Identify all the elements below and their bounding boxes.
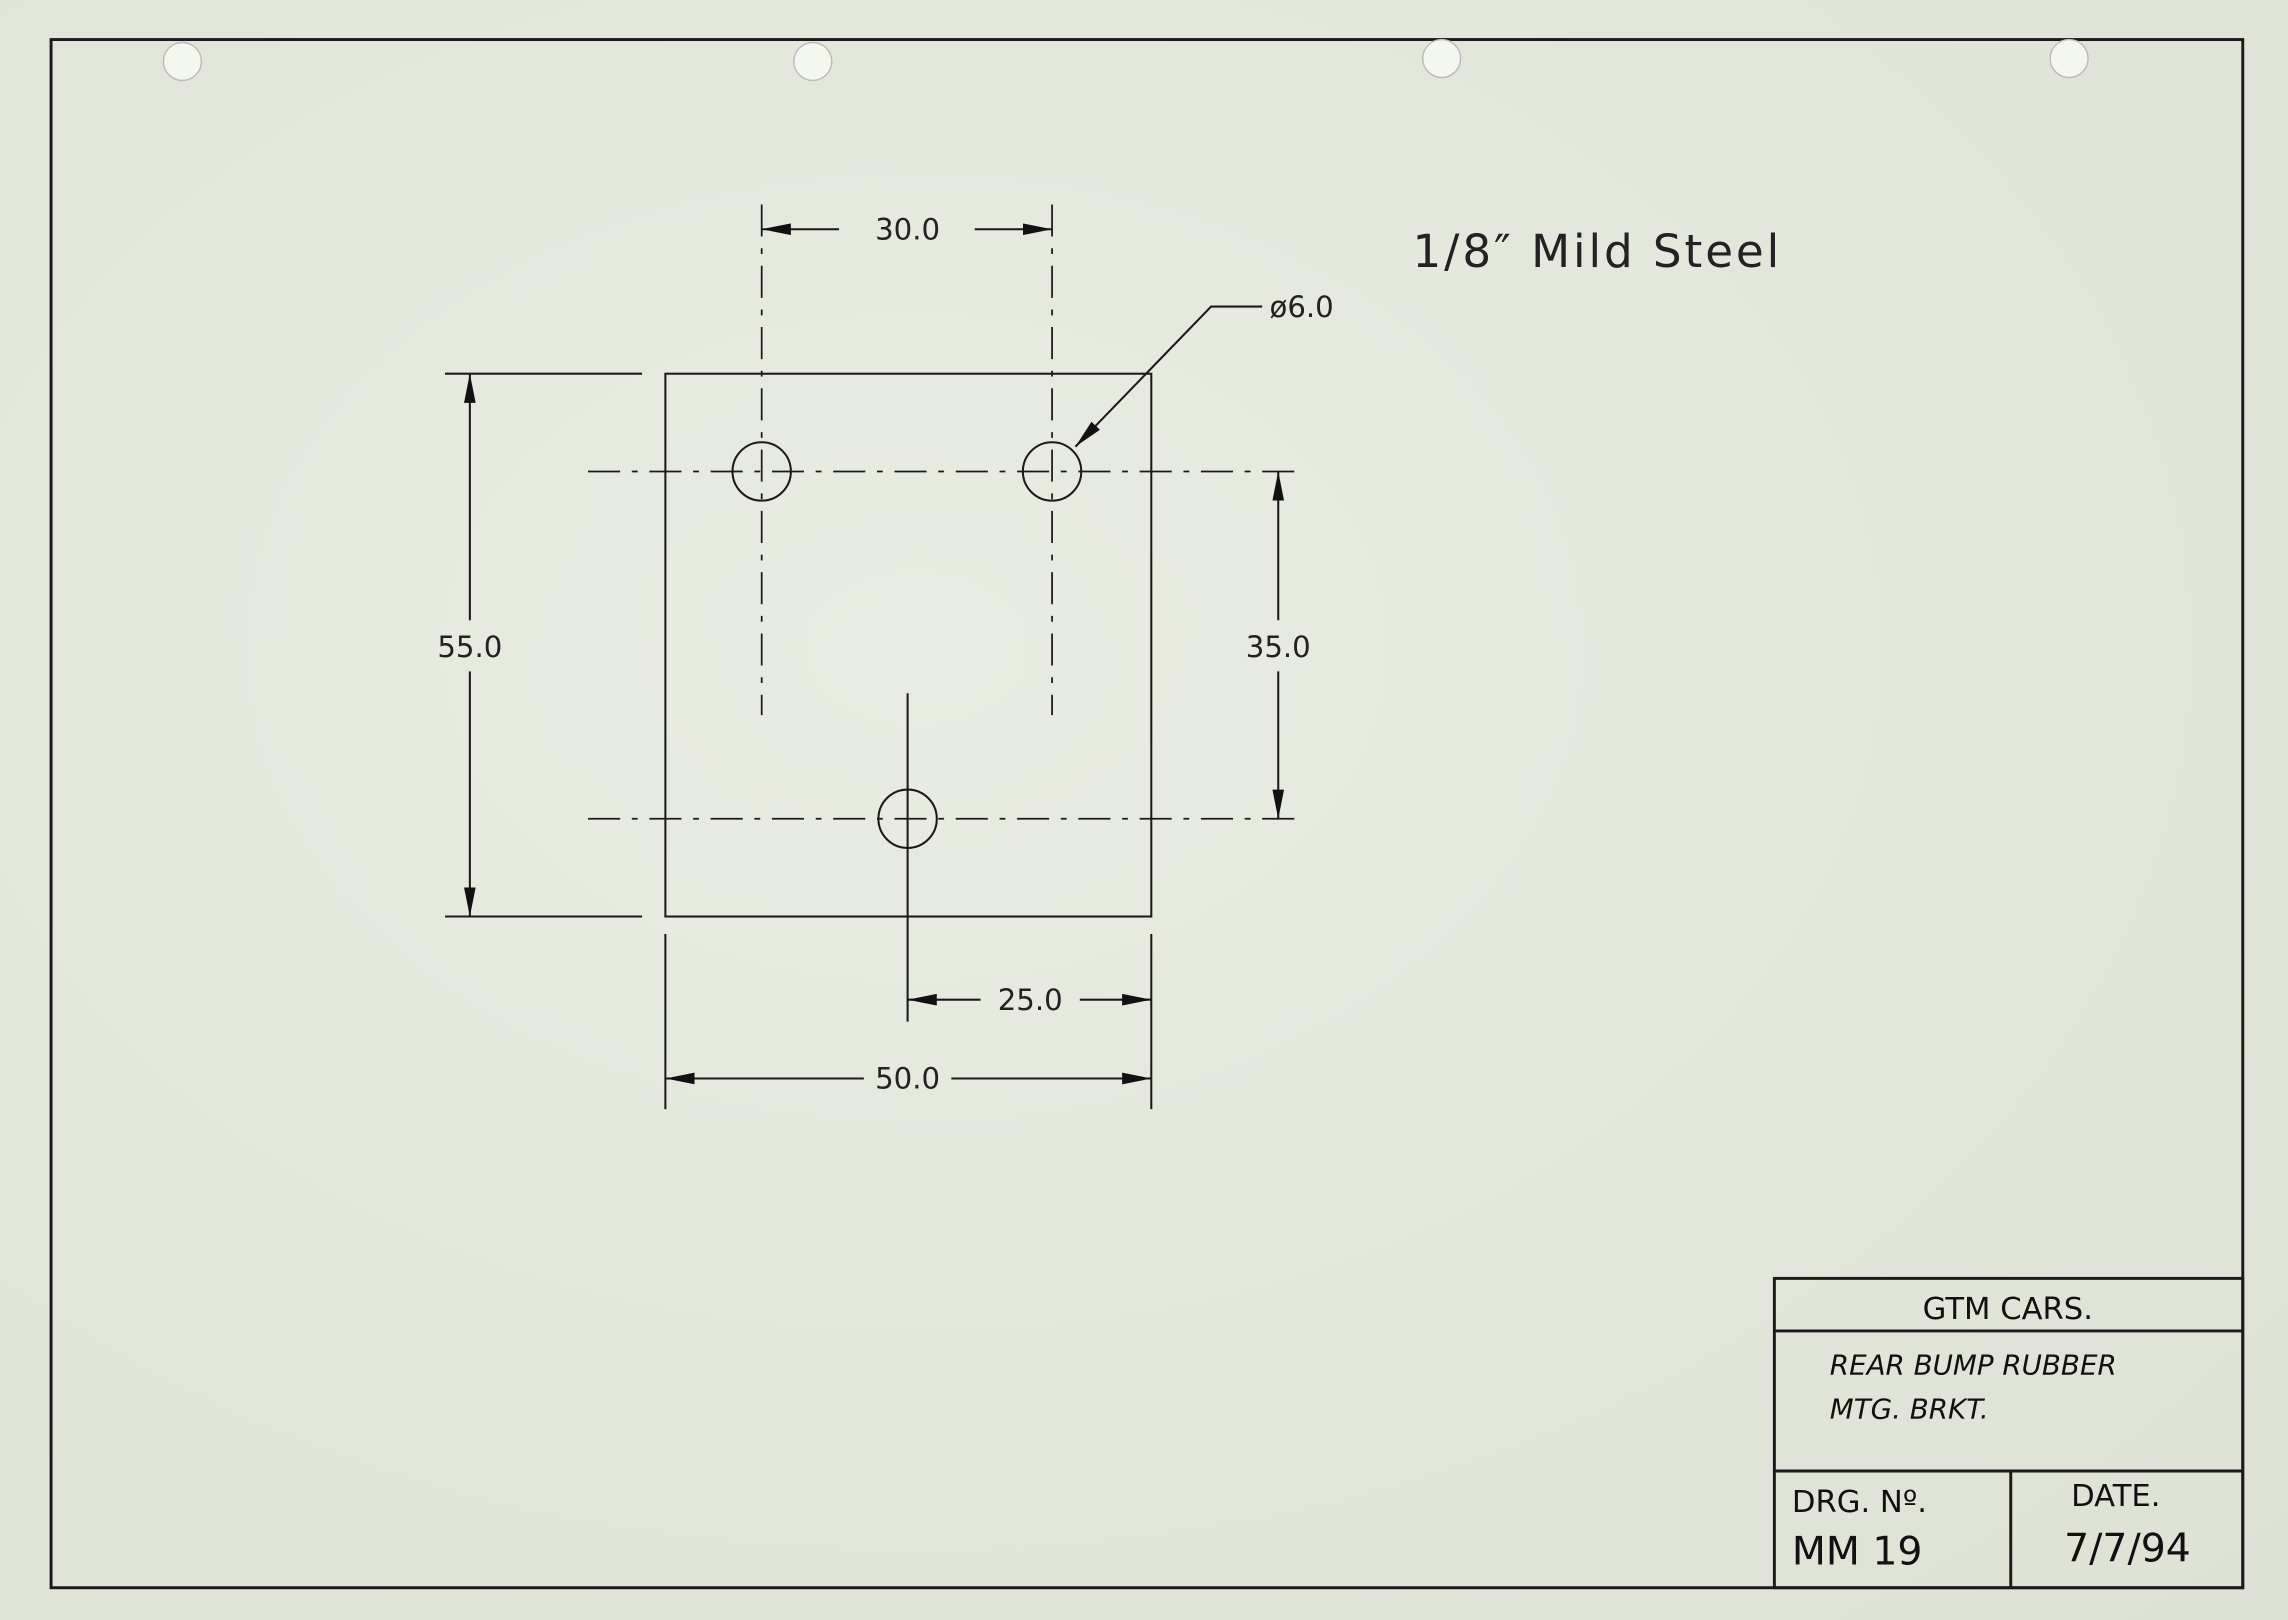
part-description-line2: MTG. BRKT. [1830,1392,1989,1425]
center-lines [588,204,1299,1022]
dimension-plate-width: 50.0 [665,1062,1152,1096]
dimension-label: 35.0 [1246,630,1311,664]
drawing-number-label: DRG. Nº. [1792,1485,1927,1520]
part-description-line1: REAR BUMP RUBBER [1830,1349,2117,1382]
dimension-hole-spacing-horizontal: 30.0 [761,212,1053,246]
date-label: DATE. [2071,1479,2160,1514]
material-note: 1/8″ Mild Steel [1412,225,1782,278]
punch-holes [162,38,2089,82]
drawing-date: 7/7/94 [2064,1525,2191,1571]
dimension-plate-height: 55.0 [437,373,502,917]
dimension-hole-diameter: ø6.0 [1074,290,1334,448]
dimension-label: 50.0 [875,1062,940,1096]
title-block: GTM CARS. REAR BUMP RUBBER MTG. BRKT. DR… [1772,1276,2245,1590]
drawing-number: MM 19 [1792,1528,1923,1574]
company-name: GTM CARS. [1923,1292,2093,1327]
sheet-border [49,38,2245,1590]
dimension-label: 25.0 [998,983,1063,1017]
dimension-label: 55.0 [437,630,502,664]
dimension-hole-spacing-vertical: 35.0 [1246,471,1311,819]
dimension-label: 30.0 [875,212,940,246]
dimension-bottom-hole-offset: 25.0 [907,983,1152,1017]
dimension-label: ø6.0 [1269,290,1333,324]
